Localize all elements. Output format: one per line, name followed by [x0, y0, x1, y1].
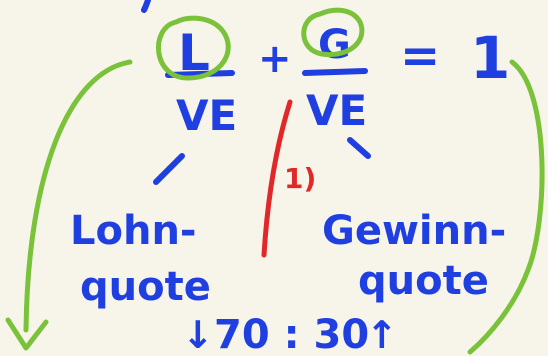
- up-arrow: ↑: [366, 313, 398, 356]
- green-arrow-left: [23, 59, 133, 333]
- ratio-value: 70 : 30: [214, 312, 369, 356]
- denominator-right: VE: [306, 86, 367, 135]
- cut-stroke: [141, 0, 151, 13]
- green-arrowhead-left: [5, 317, 49, 351]
- fraction-bar-right: [302, 68, 368, 76]
- right-label-line1: Gewinn-: [322, 208, 506, 254]
- highlight-circle-left: [155, 15, 231, 81]
- red-note-mark: 1): [284, 162, 316, 195]
- down-arrow: ↓: [182, 313, 214, 356]
- green-curve-right: [467, 59, 545, 355]
- plus-sign: +: [258, 36, 292, 82]
- right-label-line2: quote: [358, 258, 489, 304]
- numerator-right: G: [318, 22, 351, 68]
- denominator-left: VE: [176, 91, 237, 140]
- equals-sign: =: [400, 28, 440, 84]
- branch-stroke-right: [347, 137, 371, 159]
- left-label-line2: quote: [80, 264, 211, 310]
- left-label-line1: Lohn-: [70, 208, 197, 254]
- branch-stroke-left: [153, 153, 185, 185]
- result-value: 1: [470, 24, 510, 92]
- red-divider-line: [261, 99, 293, 258]
- highlight-circle-right: [301, 7, 365, 58]
